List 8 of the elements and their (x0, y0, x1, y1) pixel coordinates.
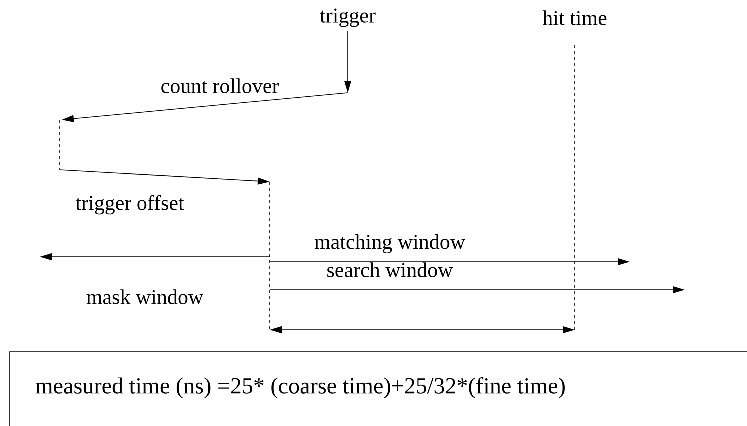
timing-label: mask window (86, 290, 204, 304)
formula-box: measured time (ns) =25* (coarse time)+25/32*(fine time) (10, 352, 747, 426)
timing-label: search window (328, 262, 454, 278)
timing-label: trigger (320, 8, 376, 28)
timing-label: matching window (314, 234, 466, 254)
timing-label: trigger offset (76, 195, 184, 215)
timing-label: hit time (542, 10, 607, 26)
timing-label: count rollover (162, 78, 280, 94)
